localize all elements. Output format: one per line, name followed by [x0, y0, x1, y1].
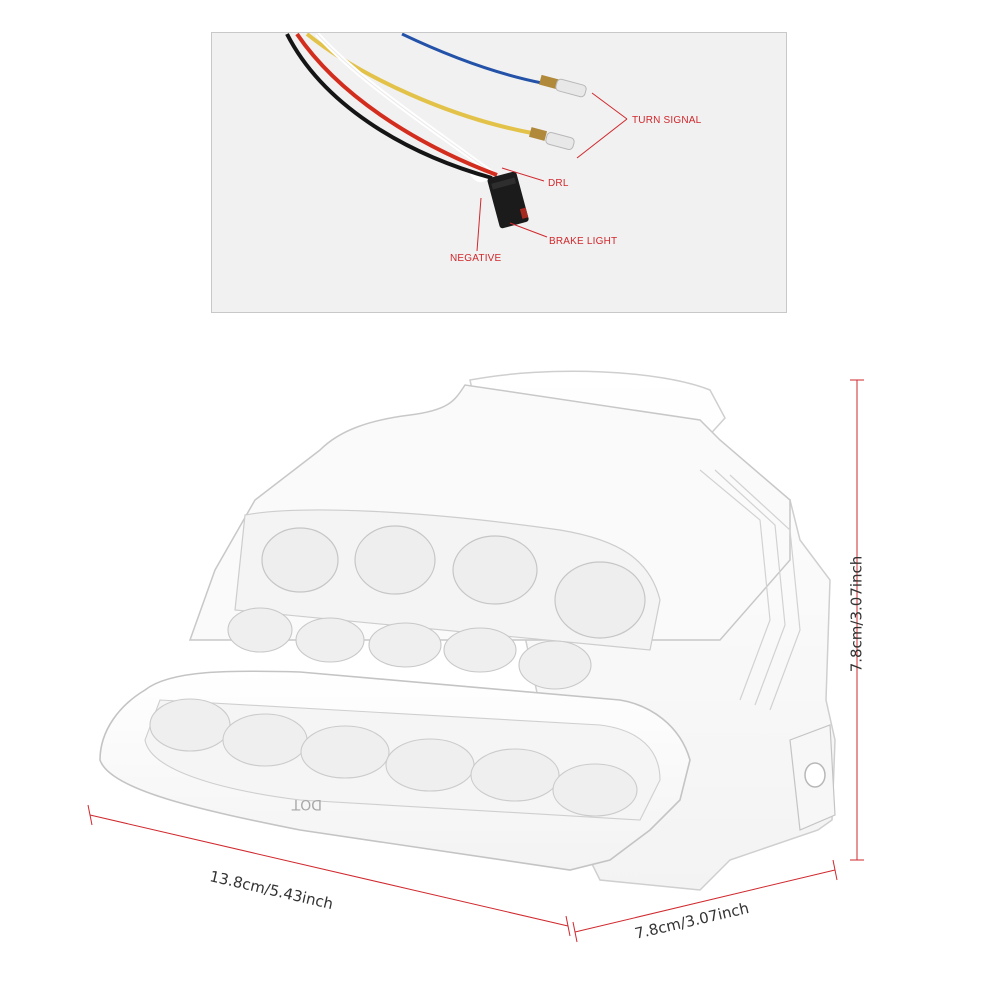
- width-dimension-line: [89, 814, 569, 927]
- dot-marking: DOT: [291, 796, 322, 812]
- lower-led-row: [149, 698, 638, 817]
- mounting-hole: [804, 762, 826, 788]
- upper-led-bay: [234, 509, 661, 651]
- label-pointer-lines: [476, 92, 628, 252]
- negative-label: NEGATIVE: [450, 253, 502, 264]
- height-dimension-label: 7.8cm/3.07inch: [847, 555, 866, 673]
- turn-signal-label: TURN SIGNAL: [632, 115, 702, 126]
- yellow-wire: [305, 33, 533, 135]
- wiring-photo: [285, 33, 628, 252]
- wiring-diagram-panel: TURN SIGNAL DRL BRAKE LIGHT NEGATIVE: [211, 32, 787, 313]
- yellow-wire-terminal: [528, 127, 575, 151]
- blue-wire: [401, 33, 543, 85]
- depth-dimension-line: [574, 869, 836, 933]
- upper-led-row: [261, 525, 646, 639]
- black-wire: [285, 33, 493, 180]
- side-fins: [699, 469, 801, 711]
- wire-connector: [487, 171, 529, 229]
- brake-light-label: BRAKE LIGHT: [549, 236, 618, 247]
- blue-wire-terminal: [539, 74, 587, 98]
- middle-led-row: [227, 607, 592, 690]
- drl-label: DRL: [548, 178, 569, 189]
- red-wire: [295, 33, 498, 177]
- dimension-lines: [87, 379, 864, 943]
